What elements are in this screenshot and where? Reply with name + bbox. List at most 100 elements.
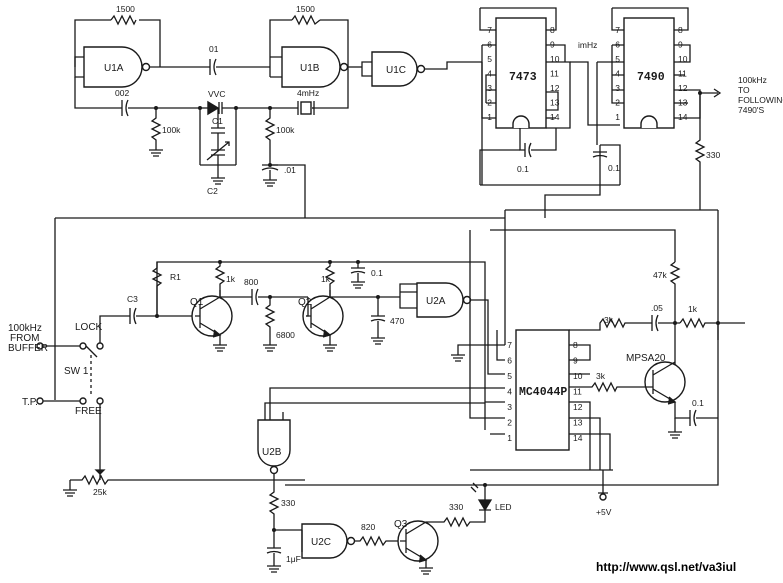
led: LED <box>470 482 512 512</box>
svg-text:4mHz: 4mHz <box>297 88 319 98</box>
vcontrol-wire <box>270 164 306 218</box>
svg-text:330: 330 <box>281 498 295 508</box>
ic-mc4044p-pin-1: 1 <box>507 433 512 443</box>
ic-7490-pin-10: 10 <box>678 54 688 64</box>
gate-u1a: U1A <box>83 46 151 88</box>
svg-text:R1: R1 <box>170 272 181 282</box>
resistor-330-b: 330 <box>268 474 295 530</box>
gate-u1b: U1B <box>281 46 349 88</box>
ic-mc4044p-pin-10: 10 <box>573 371 583 381</box>
gate-u2c: U2C <box>301 523 356 559</box>
svg-text:C1: C1 <box>212 116 223 126</box>
svg-text:1500: 1500 <box>296 4 315 14</box>
q2-base <box>306 297 309 317</box>
gate-u2a: U2A <box>416 282 472 318</box>
resistor-6800: 6800 <box>263 295 295 352</box>
ic-7473-pin-5: 5 <box>487 54 492 64</box>
svg-text:BUFFER: BUFFER <box>8 343 48 354</box>
svg-text:3k: 3k <box>604 315 614 325</box>
svg-text:330: 330 <box>706 150 720 160</box>
svg-text:01: 01 <box>209 44 219 54</box>
svg-text:MPSA20: MPSA20 <box>626 353 666 364</box>
vcontrol-bus <box>54 217 505 400</box>
capacitors-c1-c2: C1 C2 <box>199 108 237 196</box>
capacitor-c3: C3 <box>127 294 195 325</box>
u1c-inputs <box>361 61 372 77</box>
svg-text:0.1: 0.1 <box>371 268 383 278</box>
resistor-100k-b: 100k <box>264 106 295 165</box>
svg-text:47k: 47k <box>653 270 667 280</box>
resistor-1k-q2: 1k <box>321 260 336 297</box>
svg-text:FROM: FROM <box>10 333 39 344</box>
ic-mc4044p-pin-4: 4 <box>507 387 512 397</box>
svg-text:C2: C2 <box>207 186 218 196</box>
resistor-47k: 47k <box>653 261 681 365</box>
svg-text:LED: LED <box>495 502 512 512</box>
u2b-inputs <box>264 402 485 420</box>
svg-text:100kHz: 100kHz <box>8 323 42 334</box>
svg-text:800: 800 <box>244 277 258 287</box>
crystal-4mhz: 4mHz <box>296 88 319 115</box>
capacitor-01-c: 0.1 <box>350 260 383 289</box>
watermark-url: http://www.qsl.net/va3iul <box>596 560 736 574</box>
feedback-wires-u1a <box>74 19 210 109</box>
svg-text:FREE: FREE <box>75 406 102 417</box>
transistor-q2: Q2 <box>298 290 344 352</box>
svg-text:100k: 100k <box>162 125 181 135</box>
svg-text:SW 1: SW 1 <box>64 366 89 377</box>
svg-text:0.1: 0.1 <box>692 398 704 408</box>
ic-mc4044p-pin-6: 6 <box>507 356 512 366</box>
svg-text:VVC: VVC <box>208 89 225 99</box>
svg-text:100k: 100k <box>276 125 295 135</box>
ic-7473-pin-3: 3 <box>487 83 492 93</box>
u2a-inputs <box>399 283 417 309</box>
ic-7490-pin-11: 11 <box>678 69 687 79</box>
u2a-output <box>471 299 505 375</box>
ic-7490-pin-5: 5 <box>615 54 620 64</box>
ic-7473-pin-11: 11 <box>550 69 559 79</box>
svg-text:U2B: U2B <box>262 447 282 458</box>
ic-mc4044p-pin-11: 11 <box>573 387 582 397</box>
resistor-820: 820 <box>355 522 400 547</box>
resistor-330-c: 330 <box>440 502 486 528</box>
ic-7490-pin-3: 3 <box>615 83 620 93</box>
capacitor-800: 800 <box>220 277 308 306</box>
svg-text:6800: 6800 <box>276 330 295 340</box>
ic-7473-pin-1: 1 <box>487 112 492 122</box>
svg-text:MC4044P: MC4044P <box>519 386 567 399</box>
ic-7473-pin-14: 14 <box>550 112 560 122</box>
ic-mc4044p-pin-3: 3 <box>507 402 512 412</box>
wires-mc4044p: 3k 3k +5V <box>269 230 650 517</box>
ic-7473-pin-13: 13 <box>550 98 560 108</box>
capacitor-05: .05 <box>650 303 680 332</box>
gate-u2b: U2B <box>257 419 291 475</box>
svg-text:U2A: U2A <box>426 296 446 307</box>
ic-7490-pin-12: 12 <box>678 83 688 93</box>
ic-7490-pin-1: 1 <box>615 112 620 122</box>
svg-text:.01: .01 <box>284 165 296 175</box>
capacitor-01-d: 0.1 <box>668 398 718 439</box>
svg-text:imHz: imHz <box>578 40 597 50</box>
gate-u1a-label: U1A <box>104 63 124 74</box>
svg-text:470: 470 <box>390 316 404 326</box>
resistor-100k-a: 100k <box>149 106 181 157</box>
svg-text:+5V: +5V <box>596 507 612 517</box>
resistor-r1: R1 <box>151 262 181 316</box>
capacitor-01-b: .01 <box>261 164 296 187</box>
ic-7473-pin-10: 10 <box>550 54 560 64</box>
capacitor-1uf: 1μF <box>266 530 301 573</box>
ic-7490-pin-4: 4 <box>615 69 620 79</box>
ic-mc4044p-pin-2: 2 <box>507 418 512 428</box>
varactor-vvc: VVC <box>200 89 296 116</box>
ic-mc4044p-pin-7: 7 <box>507 340 512 350</box>
resistor-1500-b: 1500 <box>291 4 321 26</box>
svg-text:Q3: Q3 <box>394 519 408 530</box>
ic-mc4044p-pin-12: 12 <box>573 402 583 412</box>
svg-text:Q2: Q2 <box>298 297 312 308</box>
svg-text:330: 330 <box>449 502 463 512</box>
resistor-1k-q1: 1k <box>214 260 236 297</box>
